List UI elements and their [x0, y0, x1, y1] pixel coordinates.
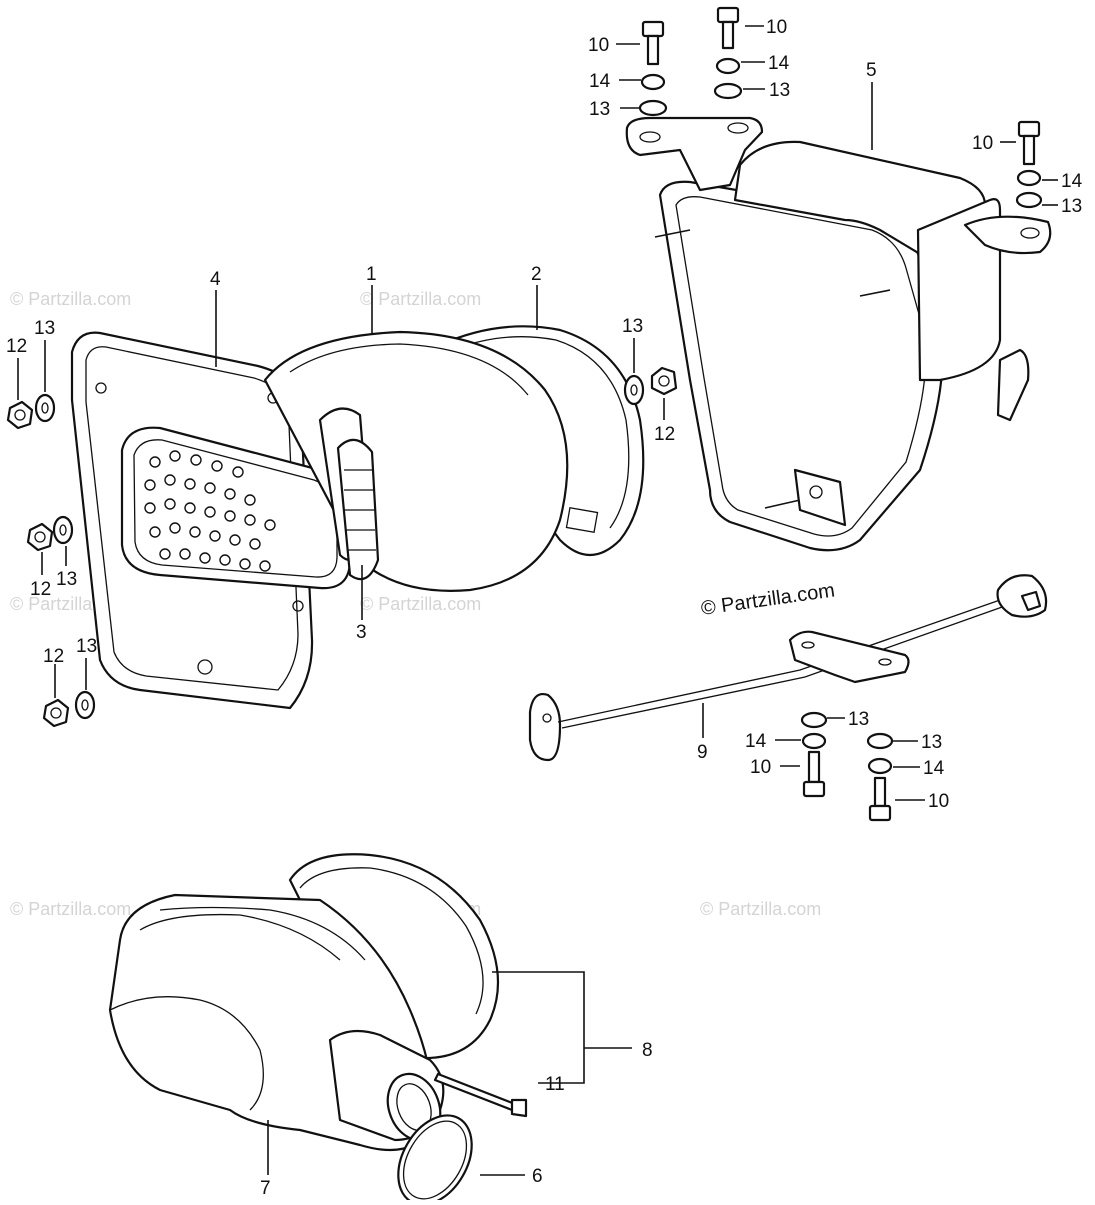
callout-12: 12	[43, 646, 64, 667]
leader-lines	[17, 25, 1058, 1176]
callout-5: 5	[866, 60, 877, 81]
callout-1: 1	[366, 264, 377, 285]
callout-13: 13	[589, 99, 610, 120]
part-9-stay	[528, 574, 1048, 762]
callout-13: 13	[1061, 196, 1082, 217]
callout-14: 14	[745, 731, 767, 752]
watermark-text: © Partzilla.com	[360, 594, 481, 614]
callout-10: 10	[928, 791, 949, 812]
callout-7: 7	[260, 1178, 271, 1199]
callout-10: 10	[766, 17, 787, 38]
hardware-washers	[34, 82, 1043, 750]
callout-labels: 1 2 3 4 5 6 7 8 9 10 10 10 10 10 11 12 1…	[6, 17, 1083, 1199]
callout-8: 8	[642, 1040, 653, 1061]
callout-14: 14	[923, 758, 945, 779]
copyright-notice: © Partzilla.com	[700, 579, 837, 620]
hardware-lock-washers	[640, 57, 1042, 775]
watermark-text: © Partzilla.com	[10, 899, 131, 919]
callout-12: 12	[6, 336, 27, 357]
callout-14: 14	[768, 53, 790, 74]
hardware-bolts	[641, 6, 1041, 822]
watermark-text: © Partzilla.com	[10, 289, 131, 309]
hardware-nuts	[6, 366, 678, 728]
callout-13: 13	[921, 732, 942, 753]
callout-10: 10	[588, 35, 609, 56]
callout-6: 6	[532, 1166, 543, 1187]
callout-13: 13	[56, 569, 77, 590]
part-11-screw	[433, 1072, 528, 1118]
callout-2: 2	[531, 264, 542, 285]
callout-13: 13	[34, 318, 55, 339]
watermark-text: © Partzilla.com	[700, 899, 821, 919]
callout-3: 3	[356, 622, 367, 643]
callout-13: 13	[769, 80, 790, 101]
callout-10: 10	[750, 757, 771, 778]
part-5-housing	[625, 116, 1052, 552]
callout-13: 13	[622, 316, 643, 337]
callout-13: 13	[76, 636, 97, 657]
watermark-text: © Partzilla.com	[360, 289, 481, 309]
part-8-duct-seal	[288, 853, 500, 1060]
callout-12: 12	[30, 579, 51, 600]
callout-11: 11	[545, 1074, 565, 1095]
part-3-screen	[336, 438, 380, 581]
callout-14: 14	[589, 71, 611, 92]
callout-4: 4	[210, 269, 221, 290]
callout-9: 9	[697, 742, 708, 763]
perforated-screen	[144, 450, 276, 572]
callout-10: 10	[972, 133, 993, 154]
callout-14: 14	[1061, 171, 1083, 192]
callout-13: 13	[848, 709, 869, 730]
callout-12: 12	[654, 424, 675, 445]
